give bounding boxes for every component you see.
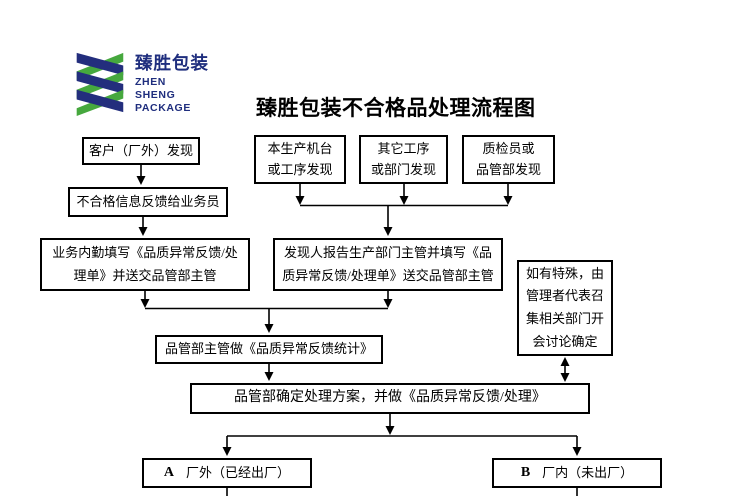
node-customer-found: 客户（厂外）发现 [82,137,200,165]
node-branch-a-outside-factory: A 厂外（已经出厂） [142,458,312,488]
logo-name-en: ZHEN SHENG PACKAGE [135,76,191,114]
node-special-meeting: 如有特殊，由 管理者代表召 集相关部门开 会讨论确定 [517,260,613,356]
node-feedback-to-salesman: 不合格信息反馈给业务员 [68,187,228,217]
branch-b-tag: B [520,464,531,480]
node-machine-found: 本生产机台 或工序发现 [254,135,346,184]
node-qc-decide-plan: 品管部确定处理方案，并做《品质异常反馈/处理》 [190,383,590,414]
branch-a-tag: A [163,464,175,480]
node-qc-statistics: 品管部主管做《品质异常反馈统计》 [155,335,383,364]
logo-name-cn: 臻胜包装 [135,53,209,73]
node-branch-b-inside-factory: B 厂内（未出厂） [492,458,662,488]
branch-b-label: 厂内（未出厂） [542,464,634,480]
branch-a-label: 厂外（已经出厂） [186,464,291,480]
node-other-process-found: 其它工序 或部门发现 [359,135,448,184]
node-clerk-fill-form: 业务内勤填写《品质异常反馈/处 理单》并送交品管部主管 [40,238,250,291]
logo-text: 臻胜包装 ZHEN SHENG PACKAGE [135,50,209,115]
node-discoverer-report: 发现人报告生产部门主管并填写《品 质异常反馈/处理单》送交品管部主管 [273,238,503,291]
logo-icon [76,52,124,116]
company-logo: 臻胜包装 ZHEN SHENG PACKAGE [72,50,209,116]
node-inspector-found: 质检员或 品管部发现 [462,135,555,184]
page-title: 臻胜包装不合格品处理流程图 [256,97,536,120]
